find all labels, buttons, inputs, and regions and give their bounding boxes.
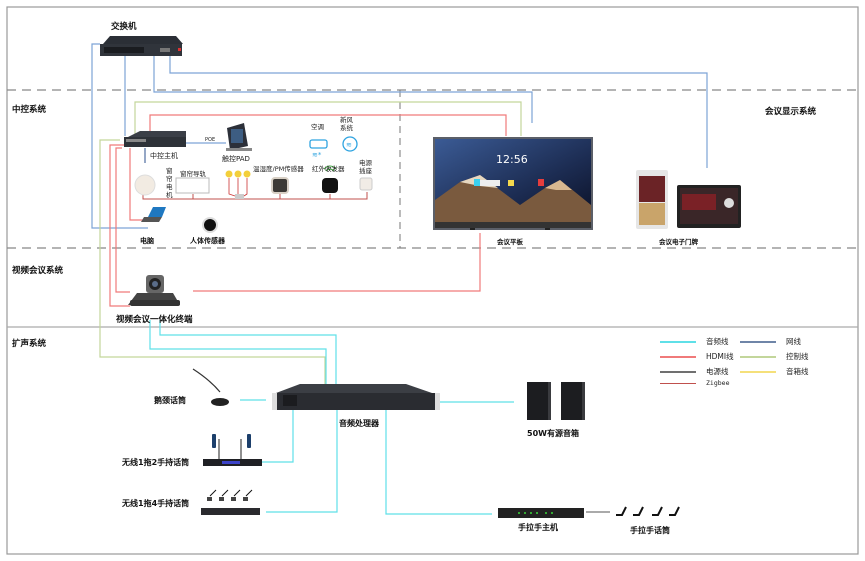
legend-swatch [660,355,696,358]
curtain-motor-label: 窗帘电机 [166,167,173,199]
legend-swatch [660,340,696,343]
legend-item-4: 电源线 [660,366,729,377]
audio-processor-device[interactable] [272,384,440,410]
temp-sensor-icon [271,177,289,194]
central-host-label: 中控主机 [150,152,178,160]
outer-border [6,6,859,555]
hdmi-line-terminal-panel [193,233,481,292]
legend-swatch [660,370,696,373]
speakers-device[interactable] [527,382,585,420]
ctrl-line-audio [99,139,326,385]
legend-item-3: 控制线 [740,351,809,362]
wireless-2mic-device[interactable] [203,434,262,466]
panel-clock: 12:56 [496,153,528,166]
wireless-2mic-label: 无线1拖2手持话筒 [122,458,190,467]
conf-host-device[interactable] [498,508,584,518]
power-socket-label: 电源插座 [359,159,372,175]
ir-transceiver-label: 红外收发器 [312,165,345,173]
audio-line-conf [385,410,492,515]
ac-label: 空调 [311,123,324,131]
section-control: 中控系统 [12,105,47,115]
legend-label: Zigbee [706,379,730,387]
body-sensor-label: 人体传感器 [190,237,225,245]
meeting-panel-label: 会议平板 [497,238,523,246]
speakers-label: 50W有源音箱 [527,429,579,438]
conf-mics-label: 手拉手话筒 [630,526,670,535]
net-line-pc [91,43,148,229]
legend-swatch [660,382,696,384]
fresh-air-label: 新风系统 [340,116,353,132]
hdmi-line-panel [149,114,507,140]
pc-device[interactable] [141,207,166,222]
audio-line-wireless4 [266,410,338,513]
net-line-panel [153,56,533,123]
central-host-device[interactable] [124,131,186,147]
body-sensor-device[interactable] [202,217,218,233]
video-terminal-device[interactable] [128,275,180,306]
fresh-air-icon: ≋ [342,136,358,152]
section-display: 会议显示系统 [765,107,817,117]
audio-processor-label: 音频处理器 [339,419,379,428]
hdmi-lines [109,114,507,307]
network-lines [91,43,708,229]
audio-lines [149,320,514,515]
legend-swatch [740,355,776,358]
switch-device[interactable] [100,36,183,56]
temp-sensor-label: 温湿度/PM传感器 [253,165,304,173]
legend-item-2: HDMI线 [660,351,734,362]
hdmi-line-terminal-b [115,147,130,293]
door-sign-label: 会议电子门牌 [659,238,698,246]
hdmi-line-pc [129,148,146,221]
curtain-motor-icon [134,174,156,196]
section-audio: 扩声系统 [12,339,47,349]
control-lines [99,101,522,385]
legend-item-6: Zigbee [660,379,729,387]
legend-label: 音频线 [706,337,729,346]
conf-mics-device[interactable] [616,506,680,516]
wireless-4mic-device[interactable] [201,489,260,515]
legend-label: 控制线 [786,352,809,361]
svg-text:≋: ≋ [346,141,352,149]
legend-label: HDMI线 [706,352,734,361]
legend-label: 电源线 [706,367,729,376]
legend-swatch [740,370,776,373]
net-line-doorsign [169,56,708,168]
video-terminal-label: 视频会议一体化终端 [116,315,193,325]
legend-item-0: 音频线 [660,336,729,347]
touch-pad-device[interactable] [226,123,252,151]
legend-label: 音箱线 [786,367,809,376]
hdmi-line-terminal-a [109,144,130,307]
door-sign-device[interactable] [636,170,741,229]
section-video: 视频会议系统 [12,266,64,276]
gooseneck-mic-label: 鹅颈话筒 [154,396,186,405]
meeting-panel-device[interactable] [433,137,593,230]
touch-pad-label: 触控PAD [222,155,250,163]
ctrl-line-panel [134,101,522,136]
audio-line-wireless2 [262,410,294,463]
legend-label: 网线 [786,337,801,346]
legend-swatch [740,340,776,343]
wifi-icon [323,165,337,172]
audio-line-terminal-a [159,320,337,385]
audio-line-terminal-b [149,320,327,385]
gooseneck-mic-device[interactable] [192,368,229,406]
poe-tag: POE [205,137,216,143]
wireless-4mic-label: 无线1拖4手持话筒 [122,499,190,508]
smart-bulbs-icon [225,170,251,199]
legend-item-1: 网线 [740,336,801,347]
svg-text:≋*: ≋* [312,151,322,159]
air-conditioner-icon: ≋* [309,139,328,159]
pc-label: 电脑 [140,237,154,245]
ir-transceiver-icon [322,178,338,193]
curtain-rail-icon [175,177,210,194]
curtain-rail-label: 窗帘导轨 [180,170,206,178]
switch-label: 交换机 [111,22,137,32]
legend-item-5: 音箱线 [740,366,809,377]
zigbee-bus [142,192,368,200]
conf-host-label: 手拉手主机 [518,523,558,532]
power-socket-icon [359,177,373,191]
